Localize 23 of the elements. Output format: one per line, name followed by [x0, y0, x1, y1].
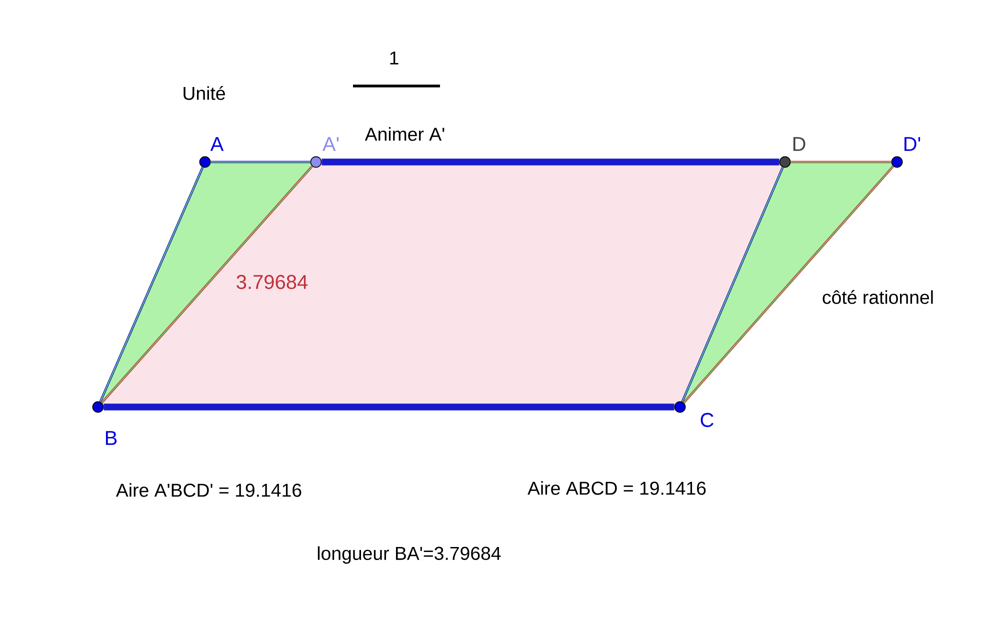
text-label: 1: [390, 52, 398, 64]
point-label: D: [793, 137, 806, 151]
point-label: A: [210, 137, 224, 151]
segment: [790, 160, 892, 164]
point: [891, 156, 903, 168]
text-label: côté rationnel: [822, 290, 933, 304]
point-label: D': [904, 137, 920, 151]
segment: [210, 160, 311, 164]
segment: [322, 158, 780, 166]
edge-label: 3.79684: [236, 274, 308, 290]
text-label: Unité: [184, 86, 225, 100]
point: [92, 401, 104, 413]
point-label: C: [700, 412, 714, 428]
point: [199, 156, 211, 168]
point: [674, 401, 686, 413]
point: [779, 156, 791, 168]
segment: [99, 166, 204, 402]
text-label: longueur BA'=3.79684: [318, 546, 501, 564]
point: [310, 156, 322, 168]
point-label: B: [106, 431, 117, 445]
segment: [681, 166, 784, 402]
segment: [104, 404, 674, 410]
point-label: A': [322, 137, 339, 151]
